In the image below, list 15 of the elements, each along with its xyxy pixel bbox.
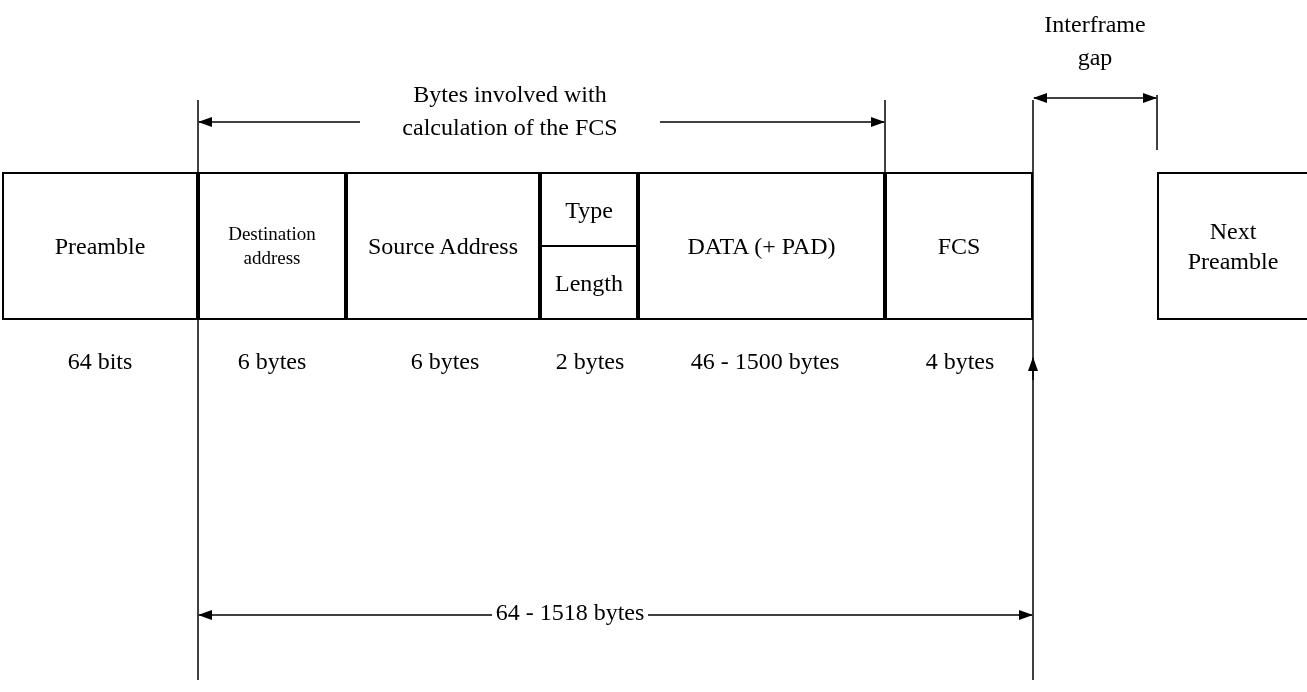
field-label: Preamble xyxy=(54,232,146,261)
field-label: Length xyxy=(555,268,623,298)
field-label: Next Preamble xyxy=(1186,217,1280,276)
field-box xyxy=(540,172,638,320)
field-label: Source Address xyxy=(368,232,518,261)
field-box xyxy=(885,172,1033,320)
field-label: Type xyxy=(565,195,613,225)
field-box xyxy=(346,172,540,320)
field-box xyxy=(198,172,346,320)
field-label: Destination address xyxy=(227,222,317,270)
field-label: DATA (+ PAD) xyxy=(687,232,836,261)
field-box xyxy=(1157,172,1307,320)
field-box xyxy=(2,172,198,320)
field-box xyxy=(638,172,885,320)
field-label: FCS xyxy=(937,232,981,261)
